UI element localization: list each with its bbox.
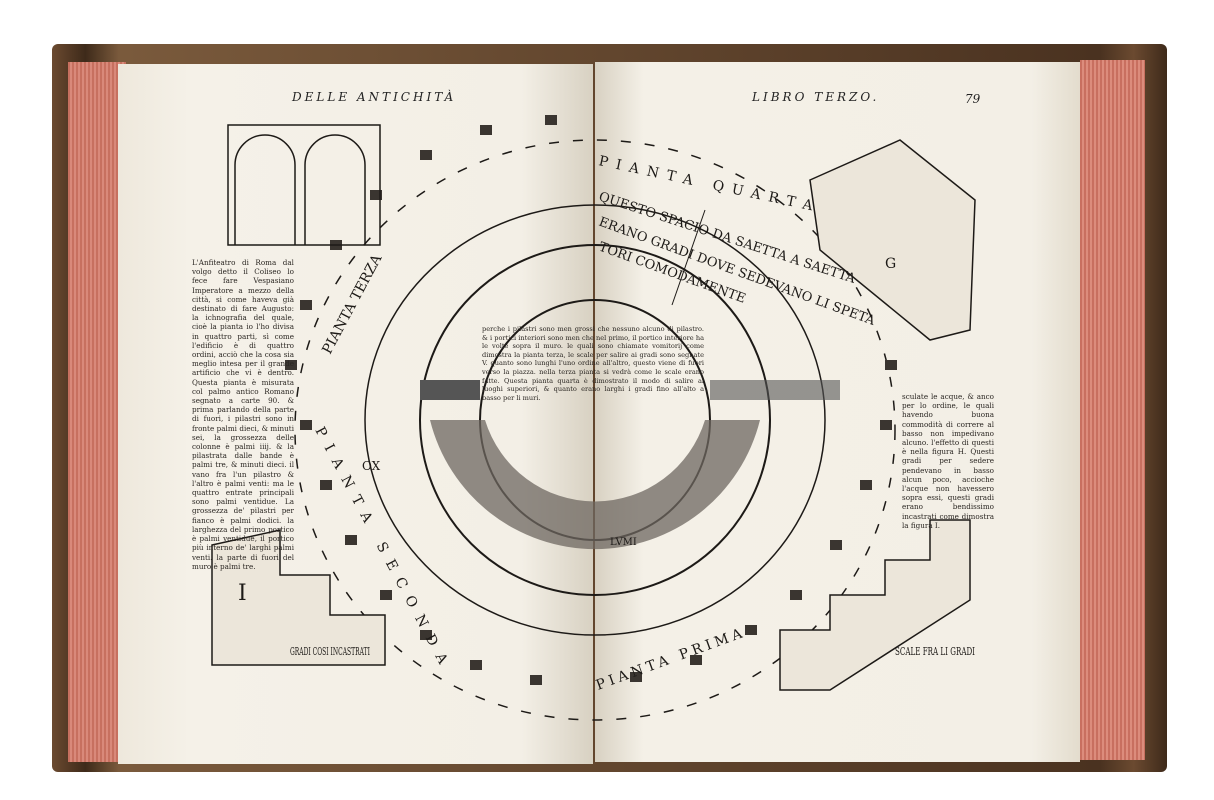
scale-label: SCALE FRA LI GRADI xyxy=(895,645,975,658)
left-column-text: L'Anfiteatro di Roma dal volgo detto il … xyxy=(192,258,294,571)
page-edges-right xyxy=(1080,60,1145,760)
figure-G-label: G xyxy=(885,256,896,272)
lumi-label: LVMI xyxy=(610,537,637,548)
podium-ring xyxy=(419,244,771,596)
running-header-right: LIBRO TERZO. xyxy=(752,90,880,104)
measure-arrow xyxy=(671,209,706,306)
right-column-text: sculate le acque, & anco per lo ordine, … xyxy=(902,392,994,530)
pianta-terza-label: PIANTA TERZA xyxy=(319,251,385,357)
seating-wedges xyxy=(420,380,840,550)
figure-G-block xyxy=(809,139,976,341)
ox-label: OX xyxy=(362,459,381,473)
figure-I-block xyxy=(211,529,386,666)
pianta-prima-label: PIANTA PRIMA xyxy=(594,625,748,694)
center-text-block: perche i pilastri sono men grossi che ne… xyxy=(482,325,704,402)
arch-elevation xyxy=(227,124,381,246)
inner-portico-ring xyxy=(364,204,826,636)
steps-block xyxy=(779,519,971,691)
running-header-left: DELLE ANTICHITÀ xyxy=(292,90,457,104)
gradi-label: GRADI COSI INCASTRATI xyxy=(290,645,370,658)
page-edges-left xyxy=(68,62,126,762)
figure-I-label: I xyxy=(238,581,247,606)
outer-pier-ring xyxy=(294,139,896,721)
page-number: 79 xyxy=(965,92,981,106)
